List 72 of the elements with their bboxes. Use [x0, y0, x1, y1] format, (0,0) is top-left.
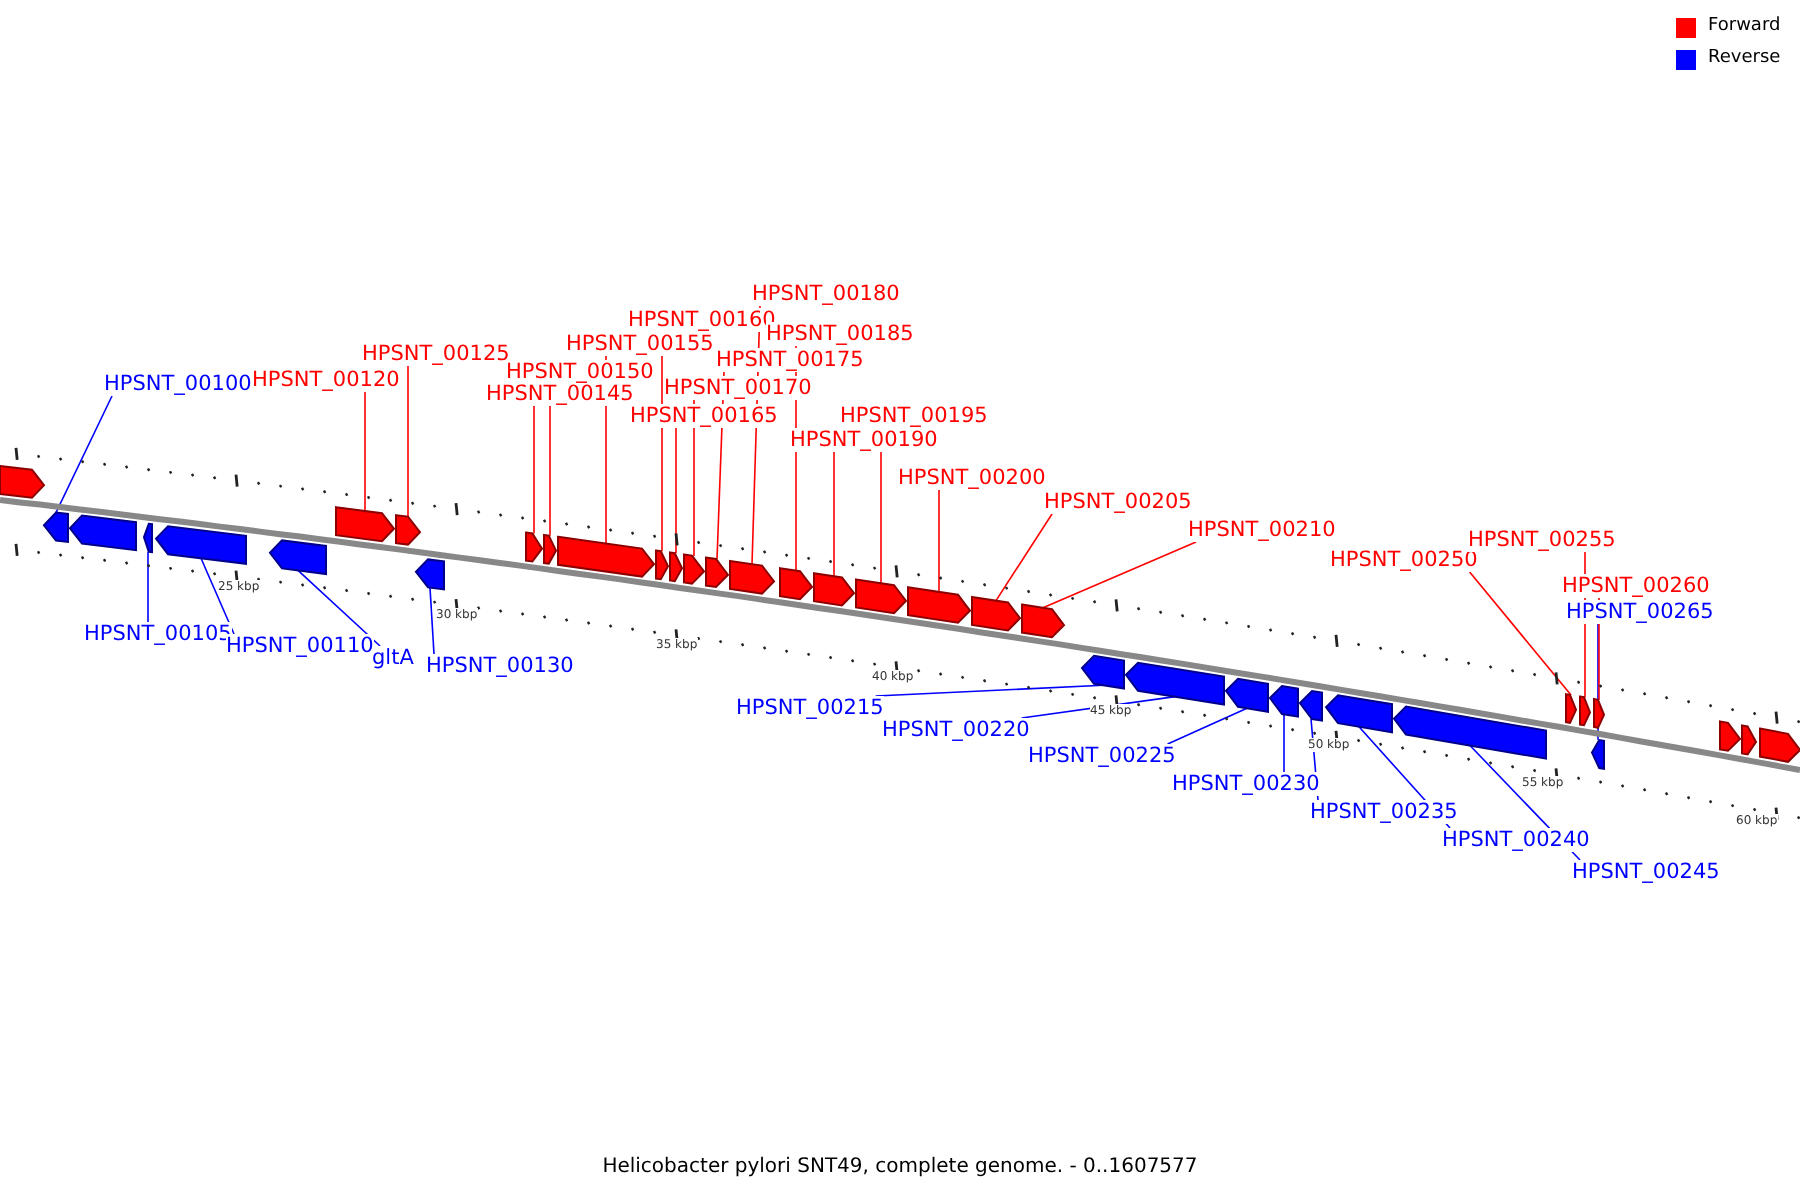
leader-line: [995, 513, 1053, 602]
gene-feature: [1268, 684, 1299, 718]
leader-line: [1042, 541, 1197, 609]
gene-label: HPSNT_00220: [882, 718, 1030, 742]
gene-label: HPSNT_00170: [664, 376, 812, 400]
gene-feature: [1565, 693, 1578, 724]
gene-label: HPSNT_00175: [716, 348, 864, 372]
gene-label: HPSNT_00145: [486, 382, 634, 406]
gene-feature: [1579, 695, 1592, 727]
leader-line: [147, 550, 149, 623]
gene-feature: [1719, 720, 1742, 752]
gene-label: HPSNT_00230: [1172, 772, 1320, 796]
gene-label: HPSNT_00105: [84, 622, 232, 646]
leader-line: [874, 684, 1104, 697]
leader-line: [1283, 713, 1285, 773]
gene-feature: [1224, 677, 1269, 713]
gene-label: HPSNT_00255: [1468, 528, 1616, 552]
gene-label: HPSNT_00250: [1330, 548, 1478, 572]
leader-line: [364, 391, 366, 512]
leader-line: [407, 365, 409, 518]
gene-feature: [1080, 654, 1125, 690]
gene-feature: [683, 553, 706, 585]
gene-label: HPSNT_00155: [566, 332, 714, 356]
gene-feature: [1593, 697, 1606, 729]
leader-line: [55, 395, 113, 514]
gene-label: HPSNT_00200: [898, 466, 1046, 490]
leader-line: [1597, 623, 1599, 741]
gene-feature: [669, 551, 684, 583]
leader-line: [1468, 571, 1572, 696]
gene-label: HPSNT_00130: [426, 654, 574, 678]
gene-feature: [525, 531, 544, 563]
gene-feature: [779, 567, 814, 601]
gene-label: HPSNT_00245: [1572, 860, 1720, 884]
gene-feature: [907, 586, 972, 624]
gene-label: HPSNT_00260: [1562, 574, 1710, 598]
gene-feature: [0, 464, 46, 499]
gene-label: HPSNT_00195: [840, 404, 988, 428]
gene-feature: [414, 558, 445, 591]
legend-label: Forward: [1708, 16, 1781, 38]
leader-line: [429, 586, 435, 655]
leader-line: [1020, 695, 1176, 719]
gene-label: HPSNT_00100: [104, 372, 252, 396]
leader-line: [297, 569, 381, 647]
gene-label: HPSNT_00180: [752, 282, 900, 306]
leader-line: [675, 427, 677, 555]
gene-label: HPSNT_00165: [630, 404, 778, 428]
gene-label: HPSNT_00205: [1044, 490, 1192, 514]
caption: Helicobacter pylori SNT49, complete genome. - 0..1607577: [602, 1156, 1198, 1178]
gene-label: gltA: [372, 646, 414, 670]
gene-feature: [855, 578, 908, 615]
gene-label: HPSNT_00190: [790, 428, 938, 452]
gene-label: HPSNT_00150: [506, 360, 654, 384]
gene-label: HPSNT_00235: [1310, 800, 1458, 824]
gene-label: HPSNT_00240: [1442, 828, 1590, 852]
leader-line: [1166, 707, 1248, 745]
leader-line: [533, 405, 535, 535]
legend-label: Reverse: [1708, 48, 1781, 70]
gene-label: HPSNT_00215: [736, 696, 884, 720]
gene-feature: [971, 595, 1022, 632]
gene-label: HPSNT_00110: [226, 634, 374, 658]
gene-feature: [1021, 603, 1066, 639]
gene-feature: [268, 539, 327, 576]
gene-feature: [813, 572, 856, 607]
gene-label: HPSNT_00210: [1188, 518, 1336, 542]
leader-line: [833, 451, 835, 577]
gene-label: HPSNT_00125: [362, 342, 510, 366]
gene-label: HPSNT_00120: [252, 368, 400, 392]
gene-label: HPSNT_00265: [1566, 600, 1714, 624]
leader-line: [200, 557, 235, 635]
gene-label: HPSNT_00225: [1028, 744, 1176, 768]
gene-feature: [1590, 738, 1605, 770]
leader-line: [938, 489, 940, 593]
